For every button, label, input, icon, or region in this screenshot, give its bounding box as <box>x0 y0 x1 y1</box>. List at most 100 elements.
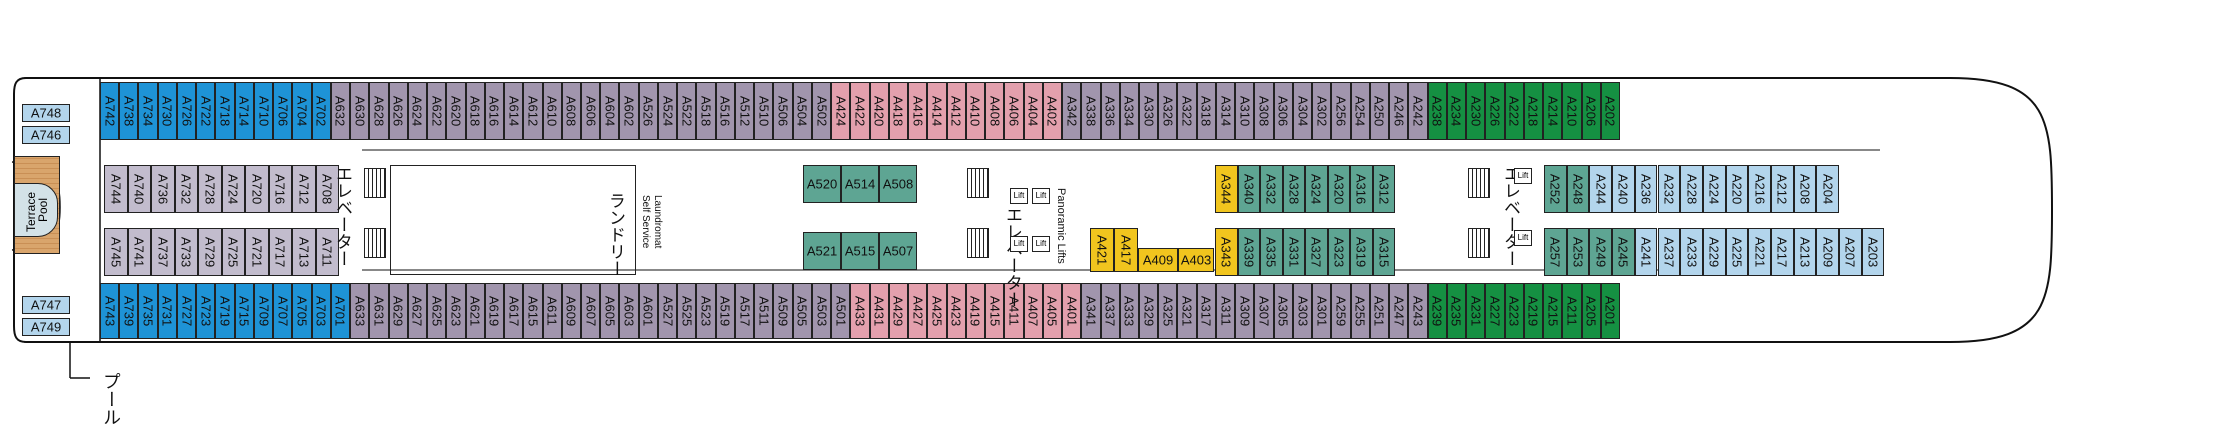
cabin[interactable]: A210 <box>1562 82 1582 140</box>
cabin[interactable]: A331 <box>1282 228 1305 276</box>
cabin[interactable]: A232 <box>1657 165 1681 213</box>
cabin[interactable]: A218 <box>1523 82 1544 140</box>
cabin[interactable]: A214 <box>1543 82 1563 140</box>
cabin[interactable]: A713 <box>292 228 316 276</box>
cabin[interactable]: A219 <box>1523 283 1544 339</box>
cabin[interactable]: A225 <box>1725 228 1749 276</box>
cabin[interactable]: A621 <box>465 283 485 339</box>
cabin[interactable]: A409 <box>1138 248 1178 272</box>
cabin[interactable]: A624 <box>407 82 428 140</box>
cabin[interactable]: A734 <box>138 82 158 140</box>
cabin[interactable]: A520 <box>803 165 841 203</box>
cabin[interactable]: A505 <box>792 283 812 339</box>
cabin[interactable]: A230 <box>1466 82 1486 140</box>
cabin[interactable]: A514 <box>841 165 879 203</box>
cabin[interactable]: A609 <box>561 283 581 339</box>
cabin[interactable]: A616 <box>484 82 505 140</box>
cabin[interactable]: A236 <box>1634 165 1658 213</box>
cabin[interactable]: A632 <box>330 82 351 140</box>
cabin[interactable]: A706 <box>273 82 293 140</box>
cabin[interactable]: A333 <box>1119 283 1139 339</box>
cabin[interactable]: A401 <box>1062 283 1082 339</box>
cabin[interactable]: A241 <box>1634 228 1658 276</box>
cabin[interactable]: A223 <box>1504 283 1524 339</box>
cabin[interactable]: A207 <box>1839 228 1862 276</box>
cabin[interactable]: A730 <box>157 82 177 140</box>
cabin[interactable]: A411 <box>1004 283 1024 339</box>
cabin[interactable]: A733 <box>174 228 198 276</box>
cabin[interactable]: A515 <box>841 232 879 270</box>
cabin[interactable]: A527 <box>657 283 678 339</box>
cabin[interactable]: A339 <box>1237 228 1260 276</box>
cabin[interactable]: A618 <box>465 82 485 140</box>
cabin[interactable]: A303 <box>1292 283 1313 339</box>
cabin[interactable]: A257 <box>1544 228 1567 276</box>
cabin[interactable]: A237 <box>1657 228 1681 276</box>
cabin[interactable]: A301 <box>1312 283 1332 339</box>
cabin[interactable]: A229 <box>1702 228 1726 276</box>
cabin[interactable]: A327 <box>1305 228 1328 276</box>
cabin[interactable]: A611 <box>542 283 562 339</box>
cabin[interactable]: A510 <box>754 82 774 140</box>
cabin[interactable]: A307 <box>1254 283 1274 339</box>
cabin[interactable]: A421 <box>1090 228 1114 272</box>
cabin[interactable]: A259 <box>1331 283 1351 339</box>
cabin[interactable]: A256 <box>1331 82 1351 140</box>
cabin[interactable]: A221 <box>1748 228 1771 276</box>
cabin[interactable]: A336 <box>1100 82 1120 140</box>
cabin[interactable]: A623 <box>446 283 466 339</box>
cabin[interactable]: A319 <box>1350 228 1373 276</box>
cabin[interactable]: A735 <box>138 283 158 339</box>
cabin[interactable]: A605 <box>600 283 620 339</box>
cabin[interactable]: A316 <box>1350 165 1373 213</box>
cabin[interactable]: A203 <box>1861 228 1885 276</box>
cabin[interactable]: A312 <box>1372 165 1395 213</box>
cabin[interactable]: A209 <box>1816 228 1840 276</box>
cabin[interactable]: A433 <box>850 283 870 339</box>
cabin[interactable]: A309 <box>1235 283 1255 339</box>
cabin[interactable]: A311 <box>1215 283 1236 339</box>
cabin[interactable]: A330 <box>1138 82 1159 140</box>
cabin[interactable]: A517 <box>734 283 755 339</box>
cabin[interactable]: A511 <box>754 283 774 339</box>
cabin[interactable]: A629 <box>388 283 408 339</box>
cabin[interactable]: A602 <box>619 82 639 140</box>
cabin[interactable]: A516 <box>715 82 735 140</box>
cabin[interactable]: A402 <box>1042 82 1063 140</box>
cabin[interactable]: A719 <box>215 283 235 339</box>
cabin[interactable]: A717 <box>268 228 292 276</box>
cabin[interactable]: A737 <box>151 228 175 276</box>
cabin[interactable]: A703 <box>311 283 331 339</box>
cabin[interactable]: A245 <box>1612 228 1635 276</box>
cabin[interactable]: A310 <box>1235 82 1255 140</box>
cabin[interactable]: A626 <box>388 82 408 140</box>
cabin[interactable]: A705 <box>292 283 312 339</box>
cabin[interactable]: A340 <box>1237 165 1260 213</box>
cabin[interactable]: A418 <box>888 82 909 140</box>
cabin[interactable]: A249 <box>1589 228 1613 276</box>
cabin[interactable]: A341 <box>1081 283 1101 339</box>
cabin[interactable]: A314 <box>1215 82 1236 140</box>
cabin[interactable]: A247 <box>1389 283 1409 339</box>
cabin[interactable]: A233 <box>1680 228 1703 276</box>
cabin[interactable]: A716 <box>268 165 292 213</box>
cabin[interactable]: A509 <box>773 283 793 339</box>
cabin[interactable]: A306 <box>1273 82 1293 140</box>
cabin[interactable]: A601 <box>638 283 658 339</box>
cabin[interactable]: A342 <box>1062 82 1082 140</box>
cabin[interactable]: A243 <box>1408 283 1428 339</box>
cabin[interactable]: A217 <box>1771 228 1794 276</box>
cabin[interactable]: A234 <box>1446 82 1467 140</box>
cabin[interactable]: A304 <box>1292 82 1313 140</box>
cabin[interactable]: A708 <box>315 165 339 213</box>
cabin[interactable]: A213 <box>1793 228 1817 276</box>
cabin[interactable]: A227 <box>1485 283 1505 339</box>
cabin[interactable]: A608 <box>561 82 581 140</box>
cabin[interactable]: A736 <box>151 165 175 213</box>
cabin[interactable]: A619 <box>484 283 505 339</box>
cabin[interactable]: A321 <box>1177 283 1197 339</box>
cabin[interactable]: A410 <box>965 82 986 140</box>
cabin[interactable]: A337 <box>1100 283 1120 339</box>
cabin[interactable]: A615 <box>523 283 543 339</box>
cabin[interactable]: A612 <box>523 82 543 140</box>
